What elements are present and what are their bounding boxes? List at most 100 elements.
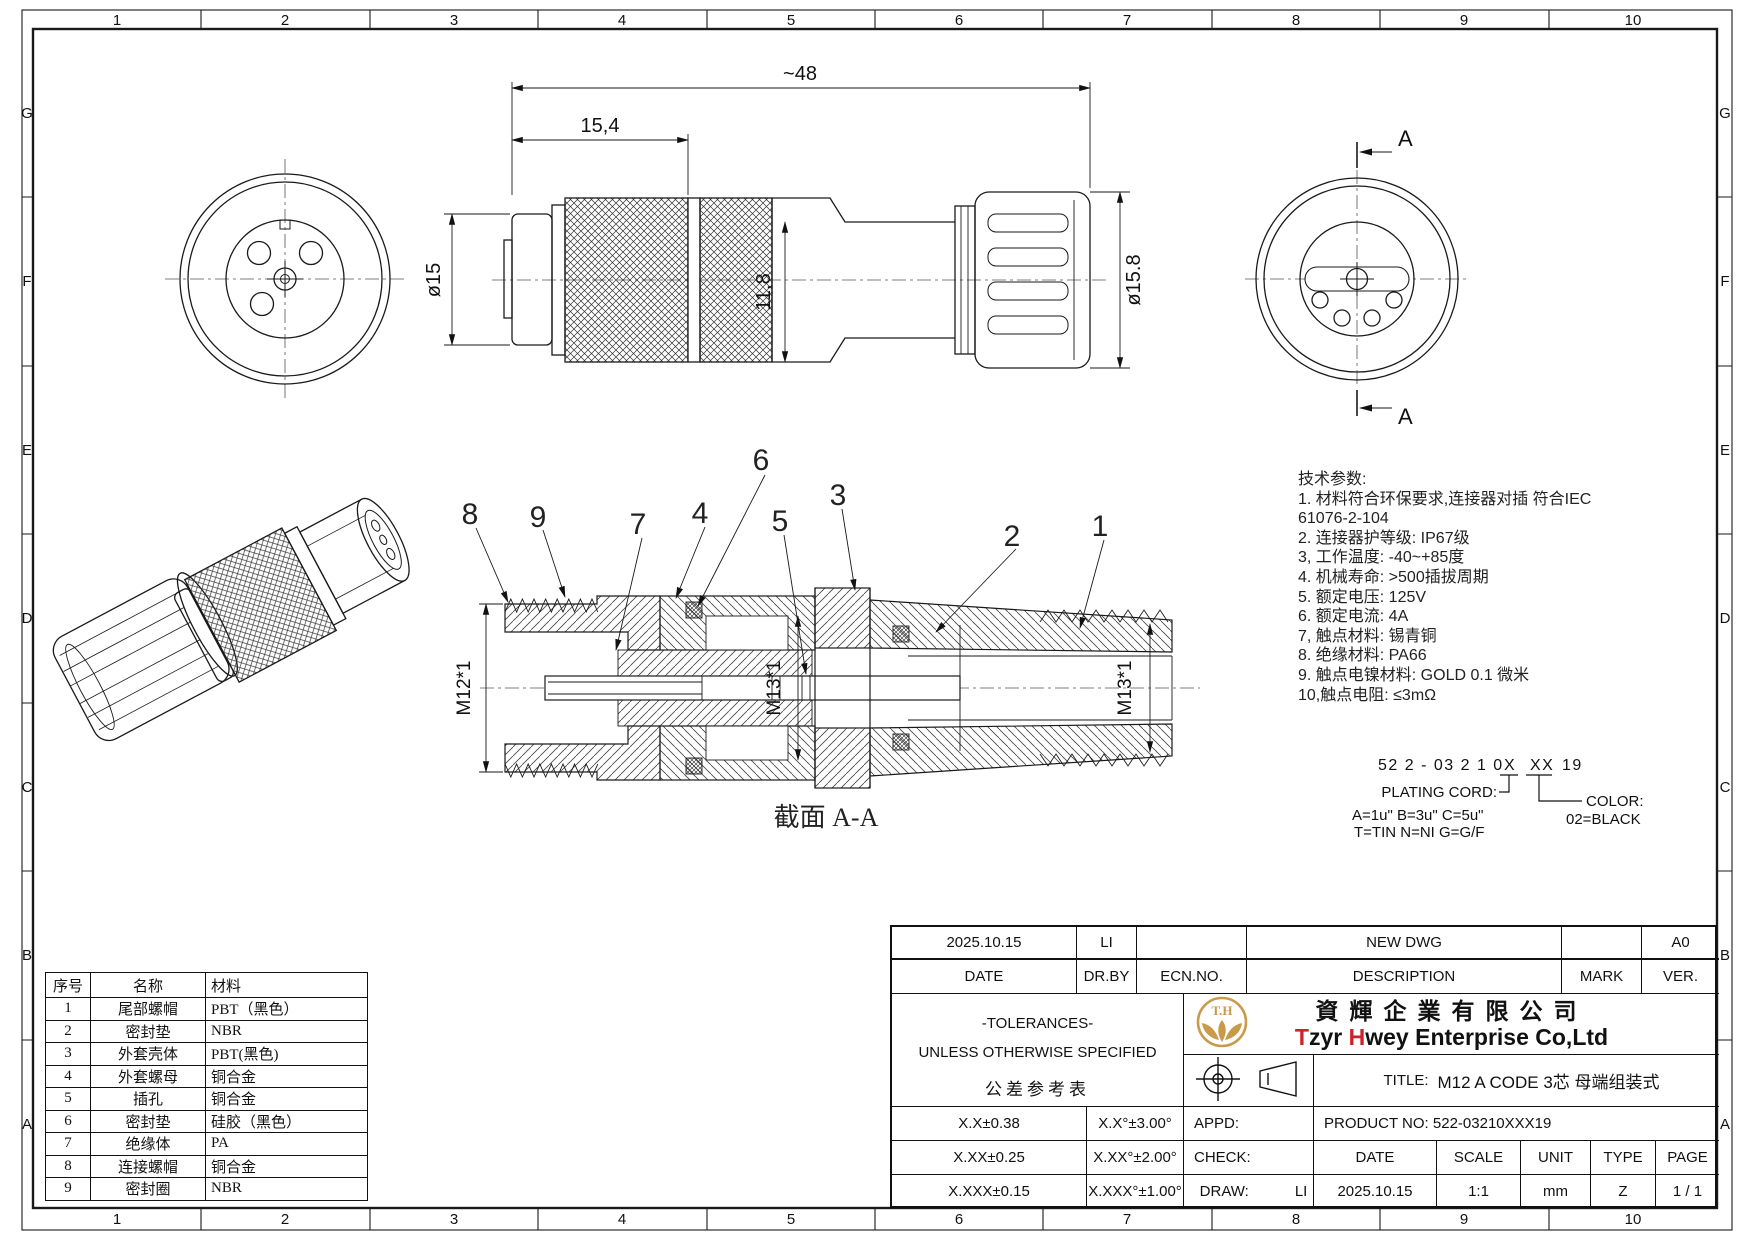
rear-face-view (1245, 142, 1469, 416)
company-cell: T.H 資輝企業有限公司 Tzyr Hwey Enterprise Co,Ltd (1184, 994, 1719, 1055)
callout-9: 9 (530, 501, 547, 534)
bom-material: NBR (205, 1019, 368, 1043)
grid-col-label: 10 (1625, 1211, 1642, 1228)
info-header-type: TYPE (1591, 1141, 1656, 1175)
company-en-h: H (1348, 1023, 1366, 1050)
grid-col-label: 9 (1460, 12, 1468, 29)
plating-code-row2: T=TIN N=NI G=G/F (1354, 824, 1484, 841)
tech-spec-line: 1. 材料符合环保要求,连接器对插 符合IEC (1298, 490, 1592, 508)
projection-symbol-cell (1184, 1055, 1314, 1107)
grid-row-label: A (1720, 1116, 1730, 1133)
section-view (480, 587, 1200, 789)
dim-knurl-length: 15,4 (581, 115, 620, 137)
tol-label: X.XXX (948, 1183, 993, 1200)
part-code-diagram: 52 2 - 03 2 1 0 X XX 19 PLATING CORD: A=… (1352, 757, 1644, 841)
draw-value: LI (1294, 1183, 1308, 1200)
grid-col-label: 4 (618, 12, 626, 29)
tol-value: ±0.15 (992, 1183, 1030, 1200)
bom-no: 3 (45, 1042, 91, 1066)
bom-no: 1 (45, 997, 91, 1021)
tol-label: X.XX (953, 1149, 988, 1166)
part-code-xx: XX (1530, 757, 1554, 774)
tol-value: ±1.00° (1138, 1183, 1182, 1200)
callout-1: 1 (1092, 510, 1109, 543)
rev-ecn (1137, 927, 1247, 960)
rev-date: 2025.10.15 (892, 927, 1077, 960)
tol-row-1: X.X±0.38 (892, 1107, 1087, 1141)
grid-row-label: C (1720, 779, 1731, 796)
grid-col-label: 8 (1292, 12, 1300, 29)
callout-5: 5 (772, 505, 789, 538)
tech-spec-line: 8. 绝缘材料: PA66 (1298, 647, 1427, 665)
grid-row-label: F (1720, 273, 1729, 290)
bom-name: 连接螺帽 (90, 1154, 206, 1178)
plating-code-row1: A=1u" B=3u" C=5u" (1352, 807, 1483, 824)
header-mark: MARK (1562, 960, 1642, 994)
dim-thread-m13-mid: M13*1 (764, 661, 785, 716)
bom-name: 插孔 (90, 1087, 206, 1111)
callout-3: 3 (830, 479, 847, 512)
grid-row-label: E (1720, 442, 1730, 459)
company-en-t: T (1294, 1023, 1309, 1050)
tech-spec-line: 9. 触点电镍材料: GOLD 0.1 微米 (1298, 666, 1530, 684)
grid-col-label: 2 (281, 12, 289, 29)
color-code-label: COLOR: (1586, 793, 1644, 810)
grid-row-label: G (1719, 105, 1731, 122)
dim-thread-m12: M12*1 (454, 661, 475, 716)
grid-col-label: 7 (1123, 12, 1131, 29)
bom-material: NBR (205, 1177, 368, 1201)
info-header-scale: SCALE (1437, 1141, 1521, 1175)
bom-name: 密封圈 (90, 1177, 206, 1201)
grid-row-label: A (22, 1116, 32, 1133)
bom-no: 6 (45, 1109, 91, 1133)
first-angle-projection-icon (1196, 1057, 1297, 1101)
grid-col-label: 1 (113, 12, 121, 29)
tol-label: X.X° (1098, 1115, 1129, 1132)
bom-material: PBT（黑色） (205, 997, 368, 1021)
draw-label: DRAW: (1199, 1183, 1249, 1200)
grid-col-label: 9 (1460, 1211, 1468, 1228)
tech-spec-line: 2. 连接器护等级: IP67级 (1298, 529, 1470, 547)
callout-2: 2 (1004, 520, 1021, 553)
bom-material: PA (205, 1132, 368, 1156)
plating-code-label: PLATING CORD: (1381, 784, 1497, 801)
callout-7: 7 (630, 508, 647, 541)
bom-header-material: 材料 (205, 972, 368, 998)
grid-row-label: C (22, 779, 33, 796)
tol-row-1-deg: X.X°±3.00° (1087, 1107, 1184, 1141)
bom-header-row: 序号 名称 材料 (45, 972, 368, 998)
dim-thread-m13-right: M13*1 (1115, 661, 1136, 716)
dim-mid-height: 11,8 (753, 273, 775, 310)
callout-4: 4 (692, 497, 709, 530)
tol-label: X.XX° (1093, 1149, 1134, 1166)
tol-row-2: X.XX±0.25 (892, 1141, 1087, 1175)
header-ver: VER. (1642, 960, 1719, 994)
company-names: 資輝企業有限公司 Tzyr Hwey Enterprise Co,Ltd (1184, 998, 1719, 1051)
header-drby: DR.BY (1077, 960, 1137, 994)
bom-name: 尾部螺帽 (90, 997, 206, 1021)
dim-overall: ~48 (783, 63, 817, 85)
section-dimensions (479, 603, 1154, 773)
drawing-title-cell: TITLE: M12 A CODE 3芯 母端组装式 (1314, 1055, 1719, 1107)
tech-spec-line: 3, 工作温度: -40~+85度 (1298, 549, 1465, 567)
grid-col-label: 8 (1292, 1211, 1300, 1228)
part-code-x: X (1504, 757, 1516, 774)
tech-spec-line: 7, 触点材料: 锡青铜 (1298, 627, 1437, 645)
tech-spec-line: 4. 机械寿命: >500插拔周期 (1298, 568, 1489, 586)
info-value-page: 1 / 1 (1672, 1183, 1703, 1200)
callout-leaders (475, 474, 1105, 675)
bom-no: 5 (45, 1087, 91, 1111)
tol-value: ±0.38 (982, 1115, 1020, 1132)
callout-8: 8 (462, 498, 479, 531)
tol-label: X.X (958, 1115, 983, 1132)
tech-spec-line: 10,触点电阻: ≤3mΩ (1298, 686, 1437, 704)
company-name-cn: 資輝企業有限公司 (1315, 997, 1588, 1024)
grid-col-label: 2 (281, 1211, 289, 1228)
info-value-date: 2025.10.15 (1314, 1175, 1437, 1208)
title-block: 2025.10.15 LI NEW DWG A0 DATE DR.BY ECN.… (890, 925, 1719, 1208)
